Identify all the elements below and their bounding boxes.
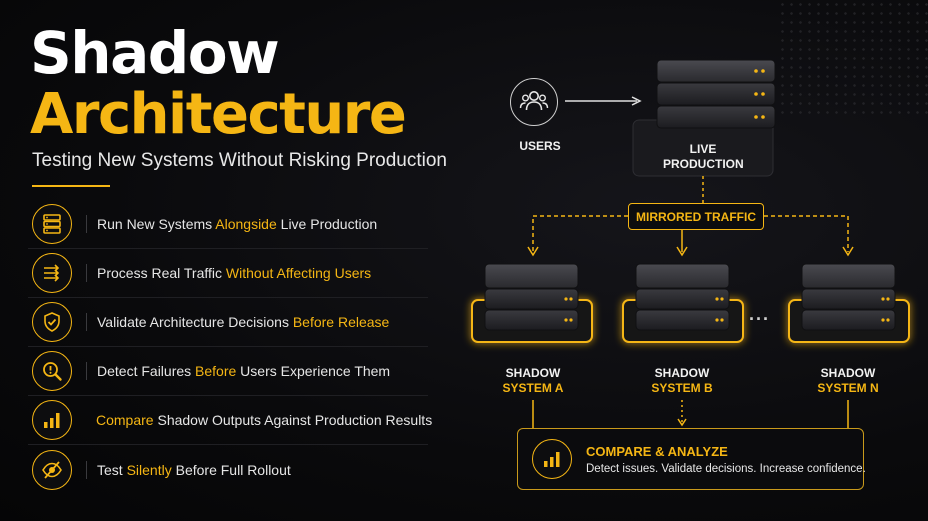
mirror-distribution-lines — [527, 215, 854, 257]
feature-item: Test Silently Before Full Rollout — [28, 445, 428, 494]
shadow-a-line2: SYSTEM A — [502, 381, 564, 395]
shadow-n-line1: SHADOW — [820, 366, 876, 380]
mirrored-traffic-label: MIRRORED TRAFFIC — [628, 203, 764, 230]
feature-item: Validate Architecture Decisions Before R… — [28, 298, 428, 347]
feature-separator — [86, 215, 87, 233]
title-line-1: Shadow — [30, 19, 280, 87]
shadow-n-line2: SYSTEM N — [817, 381, 879, 395]
live-production-server — [632, 59, 776, 177]
live-production-label: LIVE PRODUCTION — [663, 142, 744, 172]
eye-slash-icon — [32, 449, 72, 490]
shadow-n-label: SHADOW SYSTEM N — [808, 366, 888, 396]
server-icon — [32, 204, 72, 244]
users-icon — [510, 78, 558, 126]
users-label: USERS — [519, 139, 561, 153]
feature-separator — [86, 362, 87, 380]
subtitle: Testing New Systems Without Risking Prod… — [32, 150, 447, 171]
feature-text: Validate Architecture Decisions Before R… — [97, 314, 390, 330]
feature-list: Run New Systems Alongside Live Productio… — [28, 200, 432, 494]
shadow-server-b — [622, 263, 744, 343]
feature-item: Run New Systems Alongside Live Productio… — [28, 200, 428, 249]
title-underline — [32, 185, 110, 187]
more-systems-ellipsis: ... — [749, 304, 771, 324]
bar-chart-icon — [32, 400, 72, 440]
feature-text: Compare Shadow Outputs Against Productio… — [96, 412, 433, 428]
feature-item: Process Real Traffic Without Affecting U… — [28, 249, 428, 298]
shadow-a-label: SHADOW SYSTEM A — [493, 366, 573, 396]
live-label-line2: PRODUCTION — [663, 157, 744, 171]
feature-text: Test Silently Before Full Rollout — [97, 461, 291, 478]
feature-text: Run New Systems Alongside Live Productio… — [97, 216, 378, 232]
traffic-arrows-icon — [32, 253, 72, 293]
magnifier-alert-icon — [32, 351, 72, 391]
feature-separator — [86, 313, 87, 331]
feature-separator — [86, 460, 87, 479]
feature-item: Detect Failures Before Users Experience … — [28, 347, 428, 396]
title-line-2: Architecture — [30, 82, 407, 147]
feature-separator — [86, 264, 87, 282]
users-to-production-arrow — [565, 96, 642, 106]
compare-analyze-panel: COMPARE & ANALYZE Detect issues. Validat… — [517, 428, 866, 490]
feature-text: Process Real Traffic Without Affecting U… — [97, 265, 372, 281]
shadow-server-n — [788, 263, 910, 343]
feature-text: Detect Failures Before Users Experience … — [97, 363, 391, 379]
dot-pattern-decoration — [778, 0, 928, 120]
compare-title: COMPARE & ANALYZE — [586, 444, 728, 459]
shadow-b-line1: SHADOW — [654, 366, 710, 380]
bar-chart-icon — [532, 439, 572, 479]
shield-check-icon — [32, 302, 72, 342]
shadow-server-a — [471, 263, 593, 343]
shadow-b-label: SHADOW SYSTEM B — [642, 366, 722, 396]
shadow-a-line1: SHADOW — [505, 366, 561, 380]
shadow-b-line2: SYSTEM B — [651, 381, 713, 395]
shadows-to-compare-connectors — [532, 400, 849, 428]
feature-item: Compare Shadow Outputs Against Productio… — [28, 396, 432, 445]
live-label-line1: LIVE — [689, 142, 717, 156]
compare-description: Detect issues. Validate decisions. Incre… — [586, 463, 866, 475]
